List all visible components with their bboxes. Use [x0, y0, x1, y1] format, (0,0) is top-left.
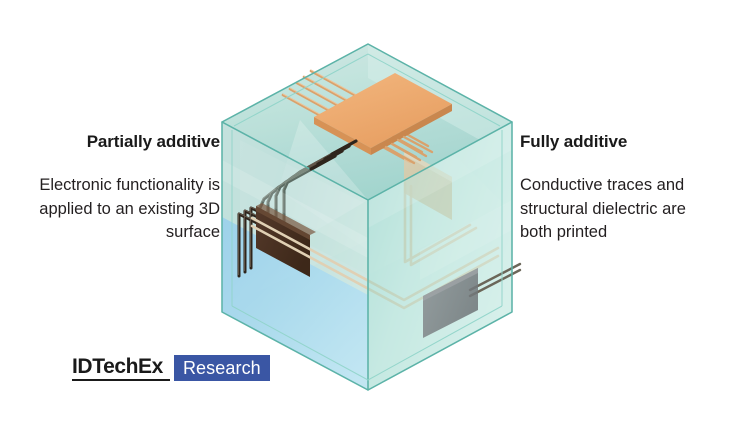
cube-right-face: [367, 120, 513, 392]
right-column-heading: Fully additive: [520, 132, 628, 151]
left-column-heading: Partially additive: [86, 132, 220, 151]
logo-wordmark: IDTechEx: [72, 355, 170, 381]
right-column-body: Conductive traces and structural dielect…: [520, 176, 686, 242]
idtechex-research-logo[interactable]: IDTechEx Research: [72, 355, 270, 381]
cube-edges: [221, 43, 513, 391]
chip-leads-dark-front: [309, 139, 358, 171]
left-column-body: Electronic functionality is applied to a…: [39, 176, 220, 242]
chip-leads-front-right: [384, 135, 434, 165]
right-column: Fully additive Conductive traces and str…: [520, 132, 730, 245]
grey-component-lower: [423, 262, 522, 338]
chip: [314, 73, 452, 155]
logo-research-badge: Research: [173, 355, 270, 381]
cube-glass-rim: [231, 53, 503, 381]
left-column: Partially additive Electronic functional…: [10, 132, 220, 245]
